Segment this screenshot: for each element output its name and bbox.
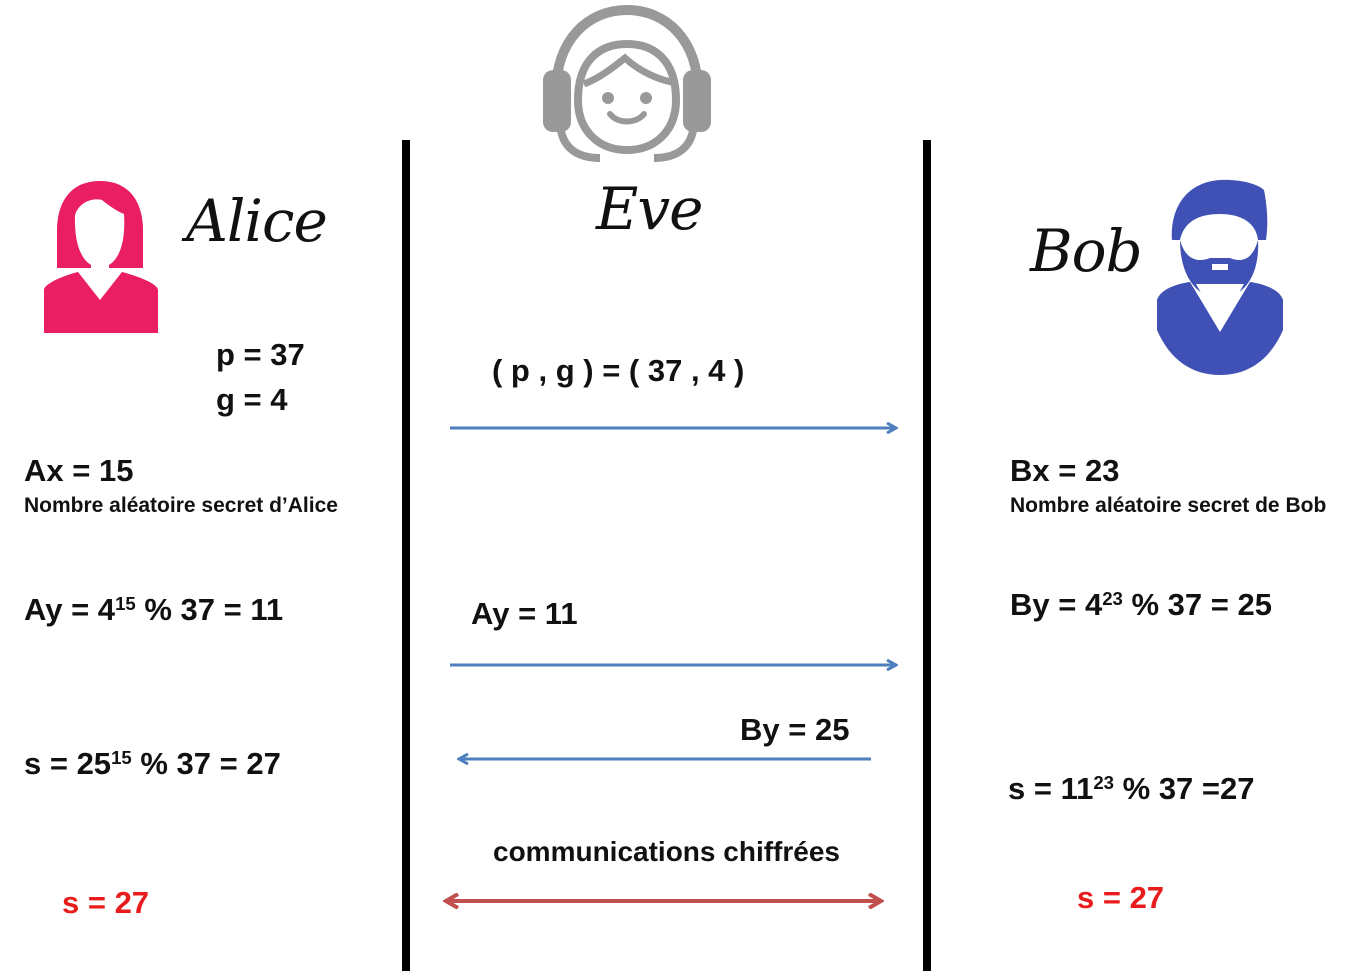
encrypted-label: communications chiffrées	[493, 836, 840, 867]
eve-name: Eve	[596, 175, 703, 243]
alice-g-value: g = 4	[216, 382, 288, 417]
left-channel-line	[402, 140, 410, 971]
alice-shared-rest: % 37 = 27	[131, 746, 281, 781]
alice-p-value: p = 37	[216, 337, 305, 372]
alice-secret: Ax = 15	[24, 453, 134, 488]
alice-name: Alice	[186, 187, 328, 255]
bob-public-value: By = 423 % 37 = 25	[1010, 589, 1272, 620]
bob-secret-caption: Nombre aléatoire secret de Bob	[1010, 494, 1327, 517]
bob-secret: Bx = 23	[1010, 453, 1120, 488]
ay-label: Ay = 11	[471, 596, 578, 631]
bob-shared-exponent: 23	[1093, 771, 1115, 793]
alice-public-exponent: 15	[115, 592, 136, 614]
params-label: ( p , g ) = ( 37 , 4 )	[492, 353, 745, 388]
bob-shared-base: s = 11	[1008, 771, 1094, 806]
right-channel-line	[923, 140, 931, 971]
bob-public-exponent: 23	[1102, 587, 1123, 609]
bob-public-base: By = 4	[1010, 587, 1103, 622]
bob-name: Bob	[1030, 217, 1143, 285]
alice-secret-caption: Nombre aléatoire secret d’Alice	[24, 494, 338, 517]
alice-public-base: Ay = 4	[24, 592, 116, 627]
alice-shared-exponent: 15	[111, 746, 132, 768]
bob-shared-computation: s = 1123 % 37 =27	[1008, 773, 1255, 804]
bob-shared-rest: % 37 =27	[1114, 771, 1255, 806]
alice-public-rest: % 37 = 11	[135, 592, 284, 627]
alice-shared-base: s = 25	[24, 746, 112, 781]
alice-shared-computation: s = 2515 % 37 = 27	[24, 748, 281, 779]
bob-public-rest: % 37 = 25	[1122, 587, 1272, 622]
alice-shared-result: s = 27	[62, 885, 150, 920]
bob-shared-result: s = 27	[1077, 880, 1165, 915]
alice-public-value: Ay = 415 % 37 = 11	[24, 594, 283, 625]
by-label: By = 25	[740, 712, 850, 747]
